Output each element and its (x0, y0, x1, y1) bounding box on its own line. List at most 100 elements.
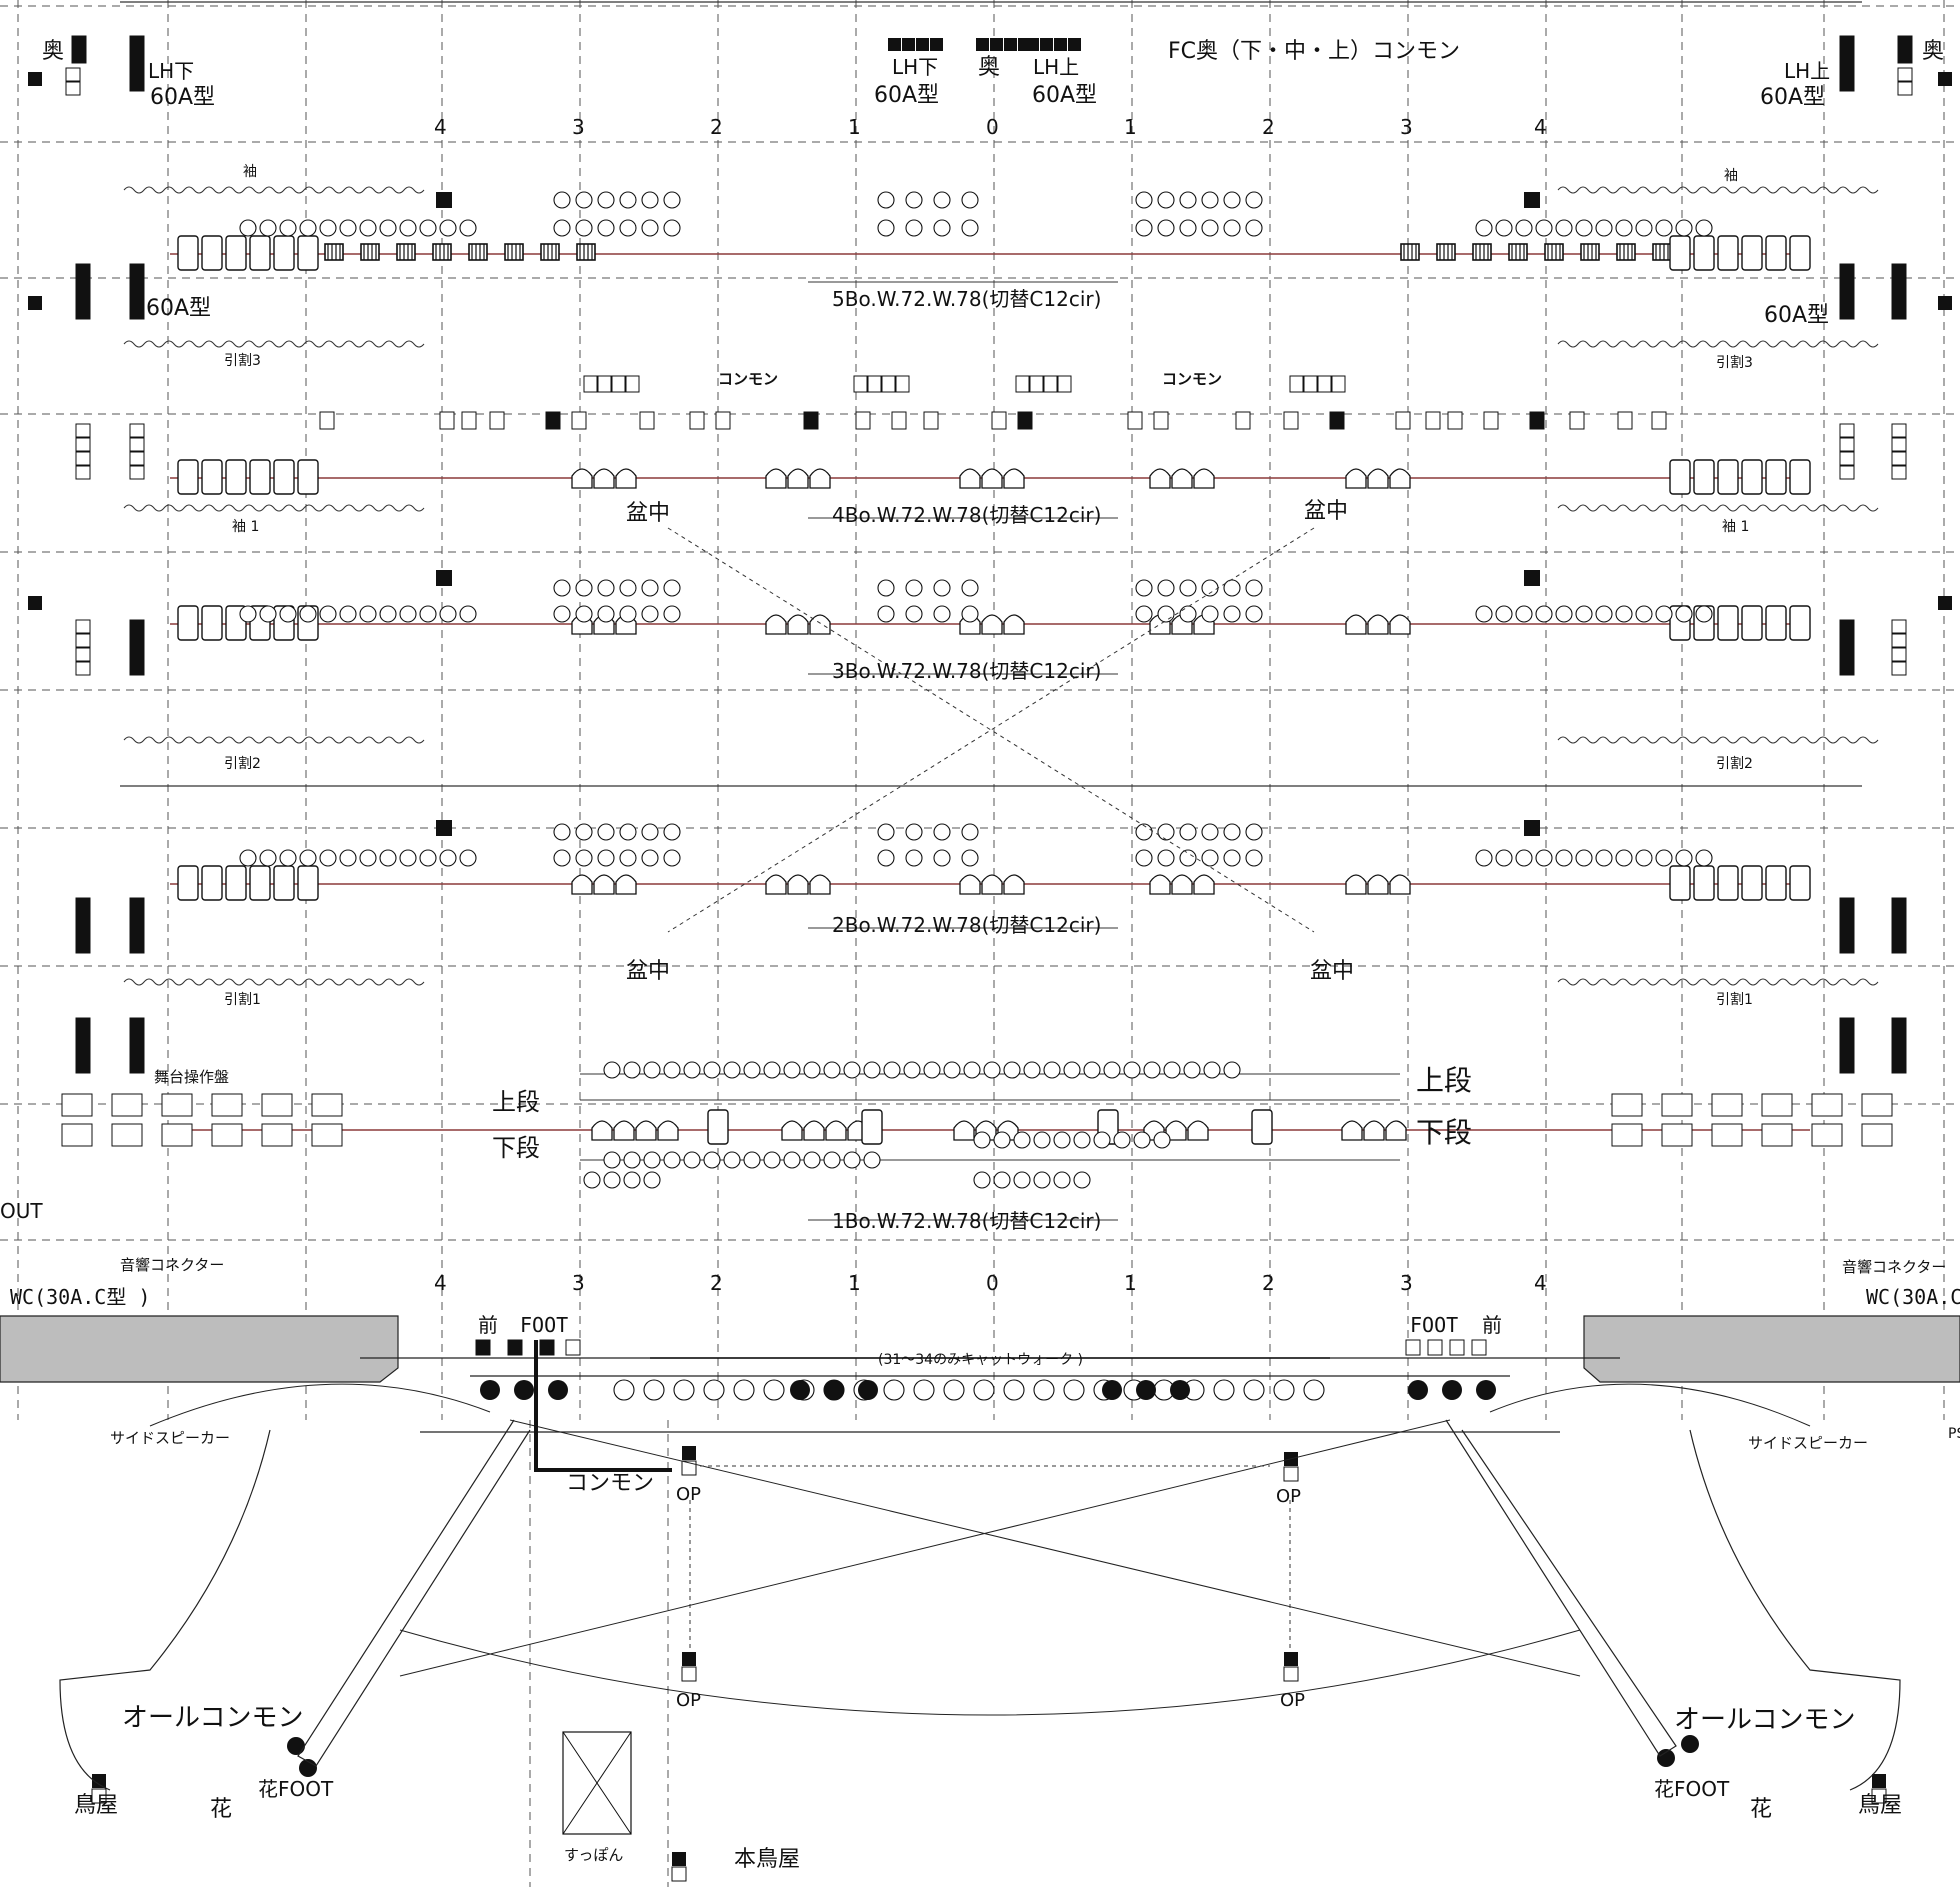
gedan-label-right: 下段 (1416, 1116, 1472, 1149)
circuit-circle (1157, 605, 1175, 623)
circuit-circle (1695, 605, 1713, 623)
col-bottom-label: 4 (434, 1271, 447, 1295)
fixture-dome (1389, 614, 1411, 635)
op-label-4: OP (1280, 1690, 1305, 1711)
outlet-box (672, 1852, 686, 1866)
outlet-box (75, 1031, 91, 1046)
outlet-box (129, 465, 145, 480)
op-label-2: OP (1276, 1486, 1301, 1507)
col-bottom-label: 3 (572, 1271, 585, 1295)
fixture-dome (803, 1120, 825, 1141)
fixture-dome (615, 468, 637, 489)
col-bottom-label: 4 (1534, 1271, 1547, 1295)
fixture-dome (1363, 1120, 1385, 1141)
circuit-circle (723, 1151, 741, 1169)
circuit-circle (905, 605, 923, 623)
circuit-circle (279, 219, 297, 237)
circuit-dot (1442, 1380, 1462, 1400)
circuit-circle (743, 1061, 761, 1079)
col-top-label: 2 (1262, 115, 1275, 139)
outlet-box (1891, 263, 1907, 278)
outlet-box (1303, 375, 1318, 393)
circuit-circle (905, 191, 923, 209)
curtain-wave (1557, 978, 1879, 986)
fixture-rect (273, 235, 295, 271)
fixture-rect (1693, 865, 1715, 901)
hon-torya-label: 本鳥屋 (734, 1847, 800, 1872)
fixtures (177, 235, 1811, 1145)
outlet-box (1891, 939, 1907, 954)
lh-ue-right-label: LH上 (1784, 59, 1830, 83)
circuit-circle (641, 579, 659, 597)
fixture-dome (613, 1120, 635, 1141)
outlet-box (545, 411, 561, 430)
side-speaker-right: サイドスピーカー (1748, 1434, 1868, 1452)
circuit-dot (824, 1380, 844, 1400)
outlet-box (1891, 1045, 1907, 1060)
cross-line (399, 1419, 1451, 1677)
fixture-dome (1187, 1120, 1209, 1141)
outlet-box (1405, 1339, 1421, 1356)
center-lh-ue-label: LH上 (1033, 55, 1079, 79)
fixture-dome (1165, 1120, 1187, 1141)
circuit-circle (923, 1061, 941, 1079)
circuit-circle (619, 219, 637, 237)
outlet-box (1891, 897, 1907, 912)
fixture-dome (1193, 874, 1215, 895)
circuit-circle (1033, 1171, 1051, 1189)
curtain-sode-left: 袖 (243, 164, 257, 180)
fixture-rect (1789, 235, 1811, 271)
outlet-box (436, 820, 452, 836)
center-60a-label-1: 60A型 (874, 83, 939, 108)
circuit-circle (575, 823, 593, 841)
outlet-box (65, 81, 81, 96)
sound-connector-right: 音響コネクター (1842, 1258, 1946, 1276)
center-60a-label-2: 60A型 (1032, 83, 1097, 108)
jodan-label-right: 上段 (1416, 1064, 1472, 1097)
circuit-circle (553, 219, 571, 237)
outlet-box (930, 38, 943, 51)
outlet-box (1839, 263, 1855, 278)
outlet-box (1026, 38, 1039, 51)
all-common-right: オールコンモン (1674, 1705, 1855, 1735)
circuit-circle (1555, 219, 1573, 237)
circuit-circle (279, 605, 297, 623)
circuit-dot (1136, 1380, 1156, 1400)
fixture-rect (201, 459, 223, 495)
col-bottom-label: 1 (1124, 1271, 1137, 1295)
circuit-circle (439, 849, 457, 867)
outlet-box (1839, 1045, 1855, 1060)
circuit-circle (803, 1061, 821, 1079)
circuit-circle (459, 605, 477, 623)
common-label-left: コンモン (718, 370, 778, 388)
curtain-sode1-left: 袖 1 (232, 519, 259, 535)
house-arc-left (149, 1383, 491, 1427)
fixture-dome (959, 468, 981, 489)
outlet-box (75, 291, 91, 306)
type-60a-mid-left: 60A型 (146, 296, 211, 321)
circuit-circle (877, 823, 895, 841)
circuit-circle (1153, 1131, 1171, 1149)
circuit-circle (703, 1379, 725, 1401)
outlet-box (75, 925, 91, 940)
op-label-3: OP (676, 1690, 701, 1711)
circuit-circle (623, 1171, 641, 1189)
circuit-circle (575, 579, 593, 597)
circuit-circle (1053, 1131, 1071, 1149)
circuit-circle (1003, 1379, 1025, 1401)
circuit-circle (1655, 605, 1673, 623)
circuit-circle (1201, 849, 1219, 867)
outlet-box (475, 1339, 491, 1356)
curtain-wave (123, 186, 425, 194)
circuit-circle (359, 219, 377, 237)
outlet-box (129, 939, 145, 954)
fixture-rect (1765, 459, 1787, 495)
circuit-circle (359, 849, 377, 867)
fixture-rect (1693, 235, 1715, 271)
outlet-box (539, 1339, 555, 1356)
outlet-box (1897, 35, 1913, 50)
fixture-dome (765, 614, 787, 635)
circuit-circle (993, 1171, 1011, 1189)
circuit-circle (1157, 579, 1175, 597)
circuit-circle (1157, 823, 1175, 841)
